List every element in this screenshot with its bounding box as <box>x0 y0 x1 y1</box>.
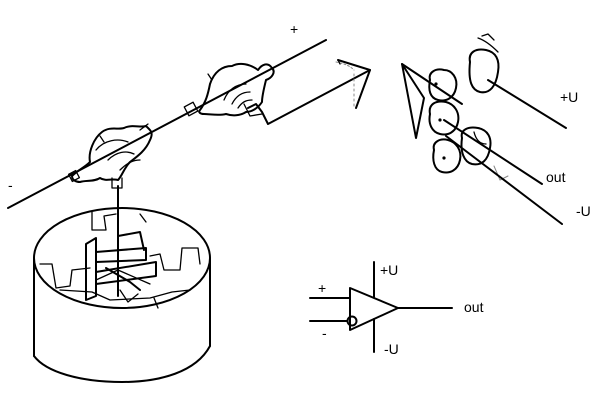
opamp-inverting-bubble <box>346 315 358 327</box>
label-opamp-plus-input: + <box>318 280 326 296</box>
contact-dot-1 <box>434 82 438 86</box>
label-right-plus-u: +U <box>560 89 578 105</box>
shaft-coupler <box>183 101 199 117</box>
label-opamp-plus-u: +U <box>380 262 398 278</box>
upper-blob <box>198 62 275 117</box>
label-shaft-minus: - <box>8 177 13 193</box>
label-opamp-out: out <box>464 299 484 315</box>
label-shaft-plus: + <box>290 21 298 37</box>
drum-inner-wall <box>39 211 201 309</box>
crank-linkage <box>247 69 371 125</box>
label-right-minus-u: -U <box>576 203 591 219</box>
label-right-out: out <box>546 169 566 185</box>
label-opamp-minus-input: - <box>322 325 327 341</box>
main-shaft <box>7 39 327 209</box>
drum <box>33 207 211 383</box>
output-wires <box>443 79 567 225</box>
paddle-wheel <box>85 231 157 301</box>
label-opamp-minus-u: -U <box>384 341 399 357</box>
brush-contacts <box>428 33 509 181</box>
pivot-bracket <box>335 59 371 109</box>
contact-dot-2 <box>438 118 442 122</box>
opamp-symbol <box>309 261 453 353</box>
lower-blob <box>67 123 153 189</box>
contact-dot-3 <box>442 156 446 160</box>
